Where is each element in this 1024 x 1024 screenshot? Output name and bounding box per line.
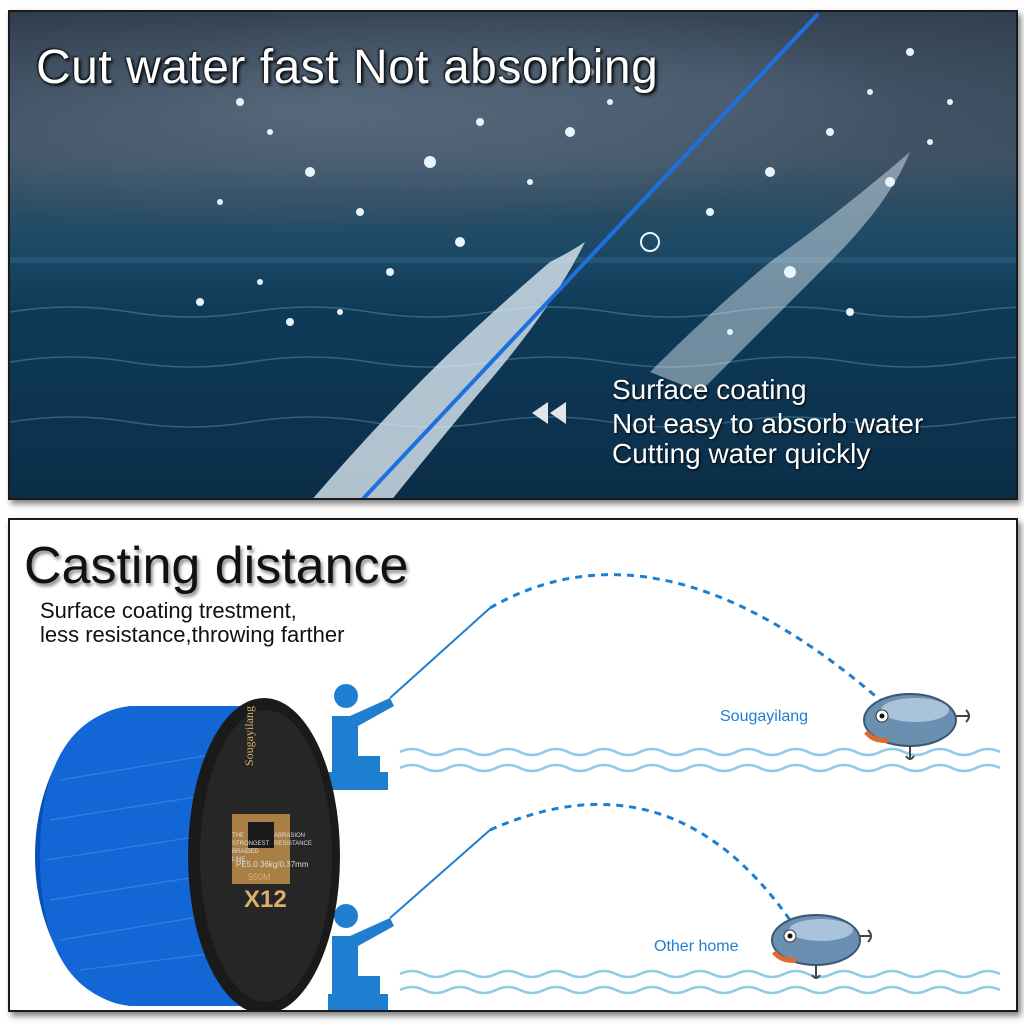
lure-bottom bbox=[771, 914, 872, 979]
cast-line-short bbox=[489, 803, 792, 921]
casting-illustration bbox=[35, 573, 1001, 1010]
coating-line-3: Cutting water quickly bbox=[612, 438, 871, 469]
water-waves-bottom bbox=[399, 969, 1001, 995]
water-waves-top bbox=[399, 747, 1001, 773]
bottom-panel: Casting distance Surface coating trestme… bbox=[8, 518, 1018, 1012]
spool-right-text: ABRASION RESISTANCE bbox=[274, 833, 312, 847]
cast-line-long bbox=[489, 573, 881, 702]
double-arrow-left-icon bbox=[532, 402, 566, 424]
spool-strands: X12 bbox=[244, 886, 287, 913]
spool-brand: Sougayilang bbox=[242, 706, 256, 766]
fisherman-top bbox=[328, 684, 394, 790]
spool-spec: PE5.0 36kg/0.37mm bbox=[236, 860, 309, 869]
fisherman-bottom bbox=[328, 904, 394, 1010]
coating-line-2: Not easy to absorb water bbox=[612, 408, 924, 439]
coating-line-1: Surface coating bbox=[612, 374, 807, 405]
rod-bottom bbox=[389, 829, 491, 919]
lure-top bbox=[863, 693, 970, 760]
sky-background bbox=[10, 12, 1016, 257]
top-title: Cut water fast Not absorbing bbox=[36, 41, 659, 94]
subtitle-line-2: less resistance,throwing farther bbox=[40, 622, 345, 647]
top-panel: Cut water fast Not absorbing Surface coa… bbox=[8, 10, 1018, 500]
line-spool bbox=[35, 698, 340, 1010]
water-splash-scene bbox=[10, 12, 1016, 498]
subtitle-line-1: Surface coating trestment, bbox=[40, 598, 297, 623]
rod-top bbox=[389, 607, 491, 699]
fishing-line bbox=[361, 12, 820, 498]
spool-left-text: THE STRONGEST BRAIDED LINE bbox=[232, 833, 270, 863]
sea-waves bbox=[10, 306, 1016, 428]
water-splash bbox=[196, 48, 953, 498]
sea-horizon bbox=[10, 257, 1016, 263]
other-label: Other home bbox=[654, 938, 739, 955]
spool-length: 550M bbox=[248, 872, 271, 882]
bottom-title: Casting distance bbox=[24, 537, 409, 595]
brand-label: Sougayilang bbox=[720, 708, 809, 725]
